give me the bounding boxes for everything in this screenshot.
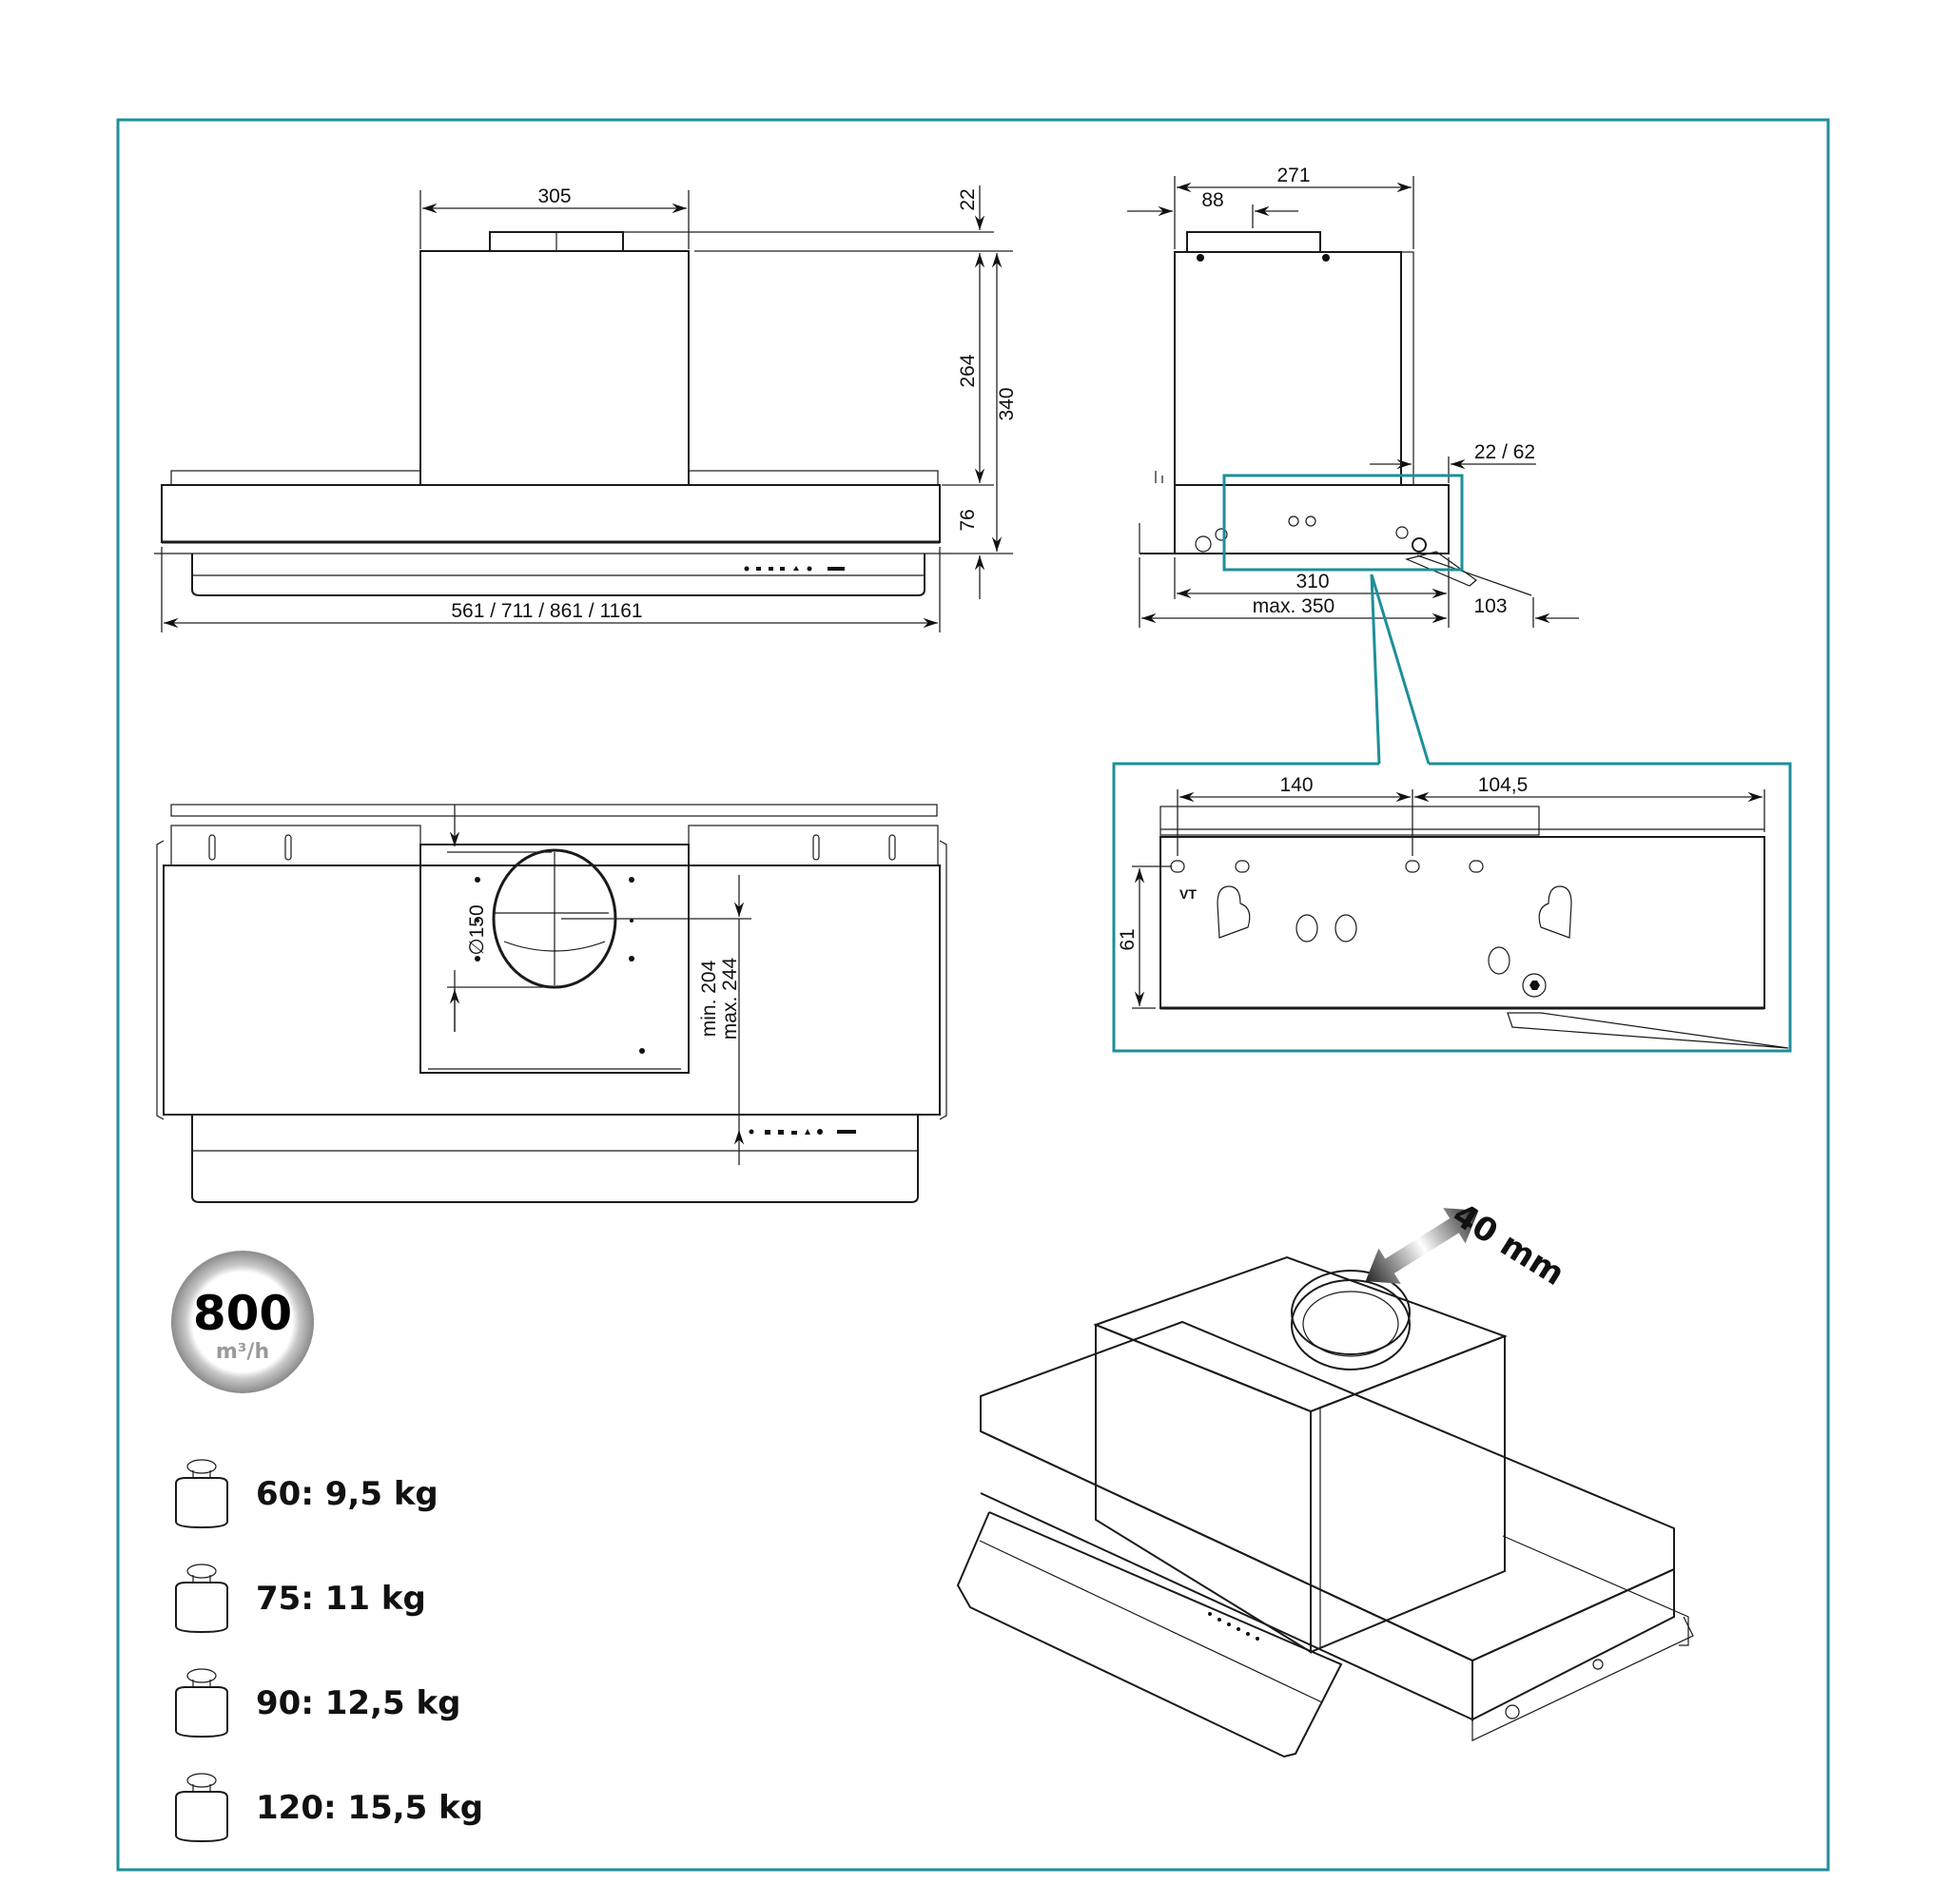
dim-spigot-offset: 88 [1201,189,1223,211]
bottom-view [156,804,947,1203]
weight-item: 60: 9,5 kg [175,1459,438,1529]
bottom-dimensions: ∅150 min. 204 max. 244 [447,805,751,1165]
airflow-value: 800 [193,1286,292,1341]
iso-motor-side [1310,1334,1506,1654]
detail-dimensions: 140 104,5 61 [1117,774,1765,1009]
dim-hole-to-edge: 104,5 [1478,774,1529,796]
airflow-unit: m³/h [216,1340,269,1364]
weight-icon [175,1773,228,1843]
isometric-view: 40 mm [956,1195,1694,1758]
dim-motor-width: 305 [537,185,571,207]
dim-total-height: 340 [996,387,1018,420]
dim-side-depth: 271 [1276,165,1310,186]
dim-hole-spacing: 140 [1279,774,1313,796]
weight-label: 60: 9,5 kg [256,1475,438,1513]
front-motor-box [419,250,690,486]
dim-hole-height: 61 [1117,928,1139,950]
dim-body-height: 76 [957,509,979,531]
front-dimensions: 305 22 264 340 76 561 / 711 / 861 / 1161 [161,185,1018,632]
weight-label: 90: 12,5 kg [256,1684,460,1722]
detail-callout-box [1222,474,1464,572]
front-body [161,484,941,543]
dim-visor-depth: 103 [1473,595,1507,617]
dim-motor-height: 264 [957,354,979,387]
side-dimensions: 271 88 22 / 62 310 max. 350 103 [1127,165,1579,628]
weight-label: 75: 11 kg [256,1580,426,1618]
iso-body-top [980,1320,1675,1662]
detail-vt-marker: VT [1179,886,1197,902]
side-view [1139,231,1532,596]
dim-max-depth: max. 244 [719,957,741,1039]
bottom-body [163,865,941,1116]
bottom-control-panel-icons [749,1129,856,1135]
weights-list: 60: 9,5 kg 75: 11 kg 90: 12,5 kg [175,1459,483,1843]
front-control-panel-icons [744,566,845,572]
detail-bracket [1159,836,1765,1009]
airflow-badge: 800 m³/h [171,1251,314,1393]
dim-duct-diameter: ∅150 [466,904,488,955]
iso-visor [956,1511,1343,1758]
front-visor [191,554,925,596]
weight-item: 120: 15,5 kg [175,1773,483,1843]
adjustment-arrow [1365,1208,1479,1284]
weight-item: 90: 12,5 kg [175,1668,460,1739]
dim-side-max: max. 350 [1253,595,1334,617]
dim-front-offset: 22 / 62 [1474,441,1535,463]
dim-min-depth: min. 204 [698,960,720,1037]
iso-motor-front [1095,1323,1312,1654]
bottom-visor [191,1115,919,1203]
dim-spigot-height: 22 [957,188,979,210]
adjustment-label: 40 mm [1446,1195,1570,1293]
weight-icon [175,1459,228,1529]
weight-icon [175,1564,228,1634]
dim-side-base: 310 [1295,571,1329,593]
front-view [154,231,951,596]
detail-view: VT [1112,762,1792,1053]
side-spigot [1186,231,1321,253]
page-frame [116,118,1830,1872]
side-body [1174,484,1450,554]
weight-item: 75: 11 kg [175,1564,426,1634]
iso-duct-ring [1291,1279,1411,1370]
dim-widths: 561 / 711 / 861 / 1161 [451,600,642,622]
side-motor-box [1174,251,1402,486]
weight-label: 120: 15,5 kg [256,1789,483,1827]
bottom-motor-box [419,844,690,1074]
weight-icon [175,1668,228,1739]
